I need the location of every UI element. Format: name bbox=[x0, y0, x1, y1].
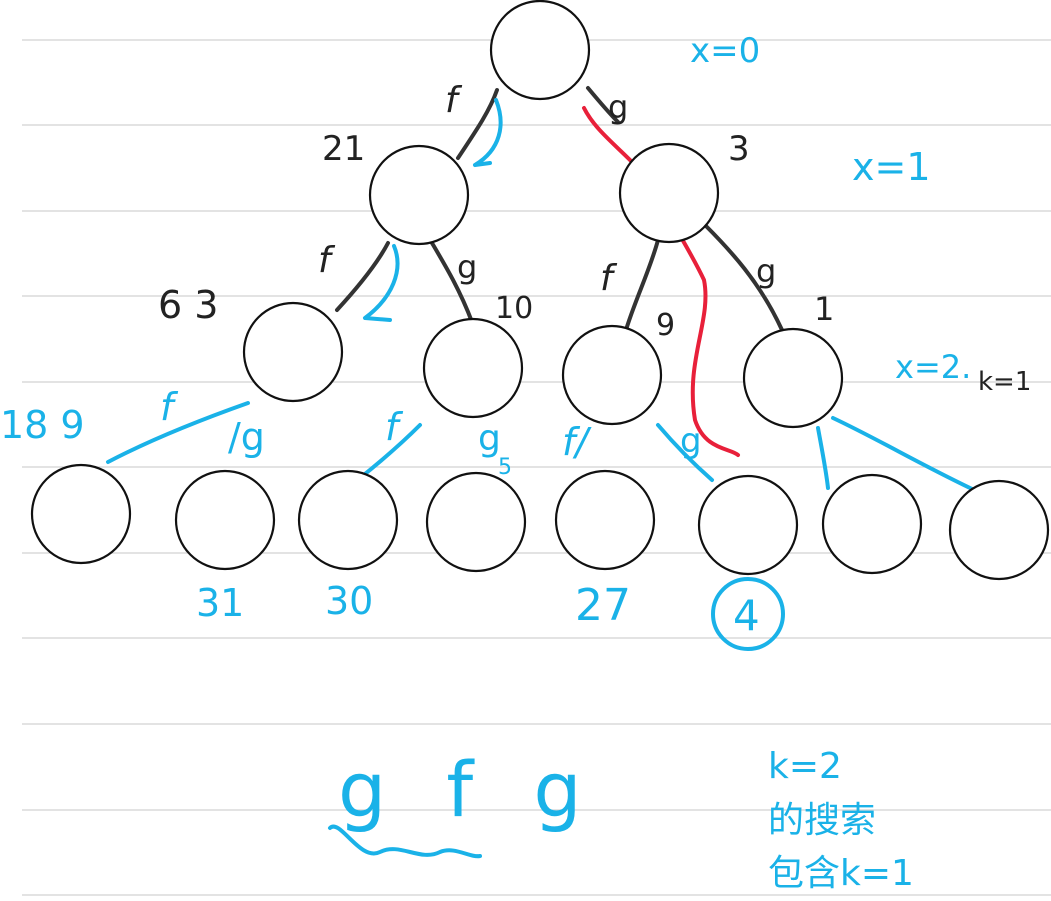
arrow-l1-f bbox=[363, 244, 400, 322]
label-l2c-f: f/ bbox=[562, 420, 592, 464]
level-notes: x=0 x=1 x=2. bbox=[690, 31, 971, 386]
answer-sequence: g f g bbox=[338, 745, 600, 834]
label-l1left-f: f bbox=[318, 240, 336, 281]
label-l1right-f: f bbox=[600, 258, 618, 299]
note-x1: x=1 bbox=[852, 145, 931, 189]
edge-l1left-g bbox=[430, 241, 474, 324]
edge-root-left bbox=[456, 88, 499, 160]
tree-edges bbox=[335, 86, 784, 332]
tree-nodes bbox=[30, 0, 1050, 581]
value-leaf-f: 4 bbox=[733, 591, 760, 640]
note-line3: 包含k=1 bbox=[768, 853, 914, 894]
label-l2a-g: /g bbox=[228, 415, 265, 459]
label-l2a-f: f bbox=[160, 385, 179, 429]
node-leaf-h bbox=[948, 479, 1050, 581]
edge-root-right bbox=[586, 86, 620, 124]
value-side-b-sub: 5 bbox=[498, 455, 512, 480]
value-l2-a: 6 3 bbox=[158, 283, 218, 327]
node-root bbox=[489, 0, 591, 101]
leaf-values: 31 30 27 4 bbox=[196, 579, 760, 640]
value-l2-c: 9 bbox=[656, 308, 675, 343]
node-leaf-b bbox=[174, 469, 276, 571]
edge-l2a-leafa bbox=[106, 401, 250, 464]
note-x0: x=0 bbox=[690, 31, 760, 71]
edge-l1left-f bbox=[335, 241, 390, 312]
label-l2b-g: g bbox=[478, 418, 501, 459]
node-values: 21 3 6 3 10 9 1 bbox=[158, 129, 834, 343]
value-leaf-b: 31 bbox=[196, 581, 244, 625]
note-block: k=2 的搜索 包含k=1 bbox=[768, 746, 914, 894]
node-l1-right bbox=[618, 142, 720, 244]
node-leaf-c bbox=[297, 469, 399, 571]
edge-l2d-leafh bbox=[831, 416, 987, 497]
value-l1-left: 21 bbox=[322, 129, 365, 169]
label-root-g: g bbox=[608, 88, 628, 126]
search-arrows bbox=[106, 98, 987, 859]
node-l2-d bbox=[742, 327, 844, 429]
edge-l2c-leaff bbox=[656, 423, 714, 482]
edge-l1right-f bbox=[624, 238, 660, 332]
node-l1-left bbox=[368, 144, 470, 246]
value-side-left: 18 9 bbox=[0, 403, 85, 447]
value-l1-right: 3 bbox=[728, 129, 750, 169]
underline-wave bbox=[328, 824, 482, 859]
node-leaf-f bbox=[697, 474, 799, 576]
label-l1left-g: g bbox=[457, 248, 477, 286]
value-leaf-c: 30 bbox=[325, 579, 373, 623]
node-leaf-d bbox=[425, 471, 527, 573]
edge-l2d-leafg bbox=[816, 426, 830, 490]
node-leaf-a bbox=[30, 463, 132, 565]
black-edge-labels: f g f g f g bbox=[318, 80, 776, 299]
answer-circle bbox=[711, 577, 785, 651]
node-l2-a bbox=[242, 301, 344, 403]
note-line2: 的搜索 bbox=[768, 800, 876, 841]
value-l2-d: 1 bbox=[814, 290, 834, 328]
node-leaf-g bbox=[821, 473, 923, 575]
node-leaf-e bbox=[554, 469, 656, 571]
note-x2: x=2. bbox=[895, 348, 971, 386]
label-root-f: f bbox=[445, 80, 463, 121]
value-leaf-e: 27 bbox=[575, 580, 631, 631]
note-k1: k=1 bbox=[978, 367, 1031, 397]
label-l1right-g: g bbox=[756, 252, 776, 290]
node-l2-b bbox=[422, 317, 524, 419]
label-l2c-g: g bbox=[680, 421, 702, 461]
node-l2-c bbox=[561, 324, 663, 426]
note-line1: k=2 bbox=[768, 746, 842, 787]
edge-l1right-g bbox=[703, 223, 784, 332]
arrow-root-f bbox=[473, 98, 503, 167]
value-l2-b: 10 bbox=[495, 291, 533, 326]
